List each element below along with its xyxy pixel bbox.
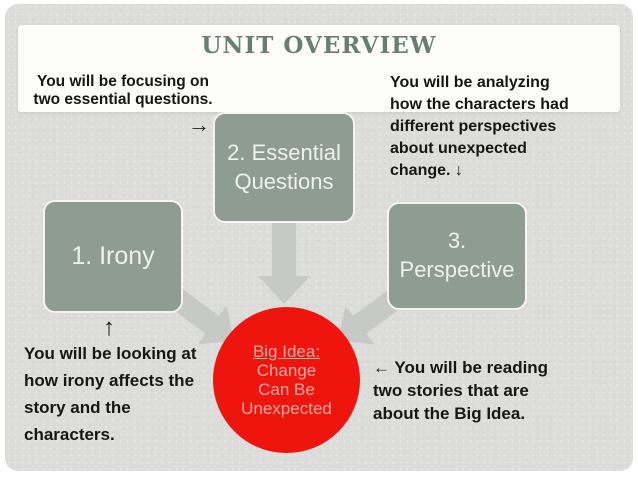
diagram-box-perspective-label: 3. Perspective <box>399 228 515 282</box>
up-arrow-icon: ↑ <box>103 314 115 341</box>
diagram-box-essential-questions: 2. Essential Questions <box>213 112 355 223</box>
big-idea-heading: Big Idea: <box>252 342 321 361</box>
diagram-box-perspective: 3. Perspective <box>387 202 527 310</box>
diagram-box-irony-label: 1. Irony <box>71 241 155 270</box>
slide-background: UNIT OVERVIEW You will be focusing on tw… <box>5 4 633 471</box>
right-arrow-icon: → <box>188 112 210 137</box>
arrow-down-icon <box>258 222 310 304</box>
diagram-box-essential-questions-label: 2. Essential Questions <box>227 139 341 194</box>
big-idea-circle: Big Idea: Change Can Be Unexpected <box>213 307 360 453</box>
note-bottom-left: You will be looking at how irony affects… <box>24 344 197 444</box>
diagram-box-irony: 1. Irony <box>43 200 183 313</box>
note-bottom-right: ← You will be reading two stories that a… <box>373 358 549 423</box>
big-idea-body: Change Can Be Unexpected <box>241 361 332 418</box>
title-panel: UNIT OVERVIEW <box>18 25 620 112</box>
note-top-right: You will be analyzing how the characters… <box>390 74 569 179</box>
note-top-left: You will be focusing on two essential qu… <box>33 73 213 108</box>
slide-title: UNIT OVERVIEW <box>201 32 437 59</box>
